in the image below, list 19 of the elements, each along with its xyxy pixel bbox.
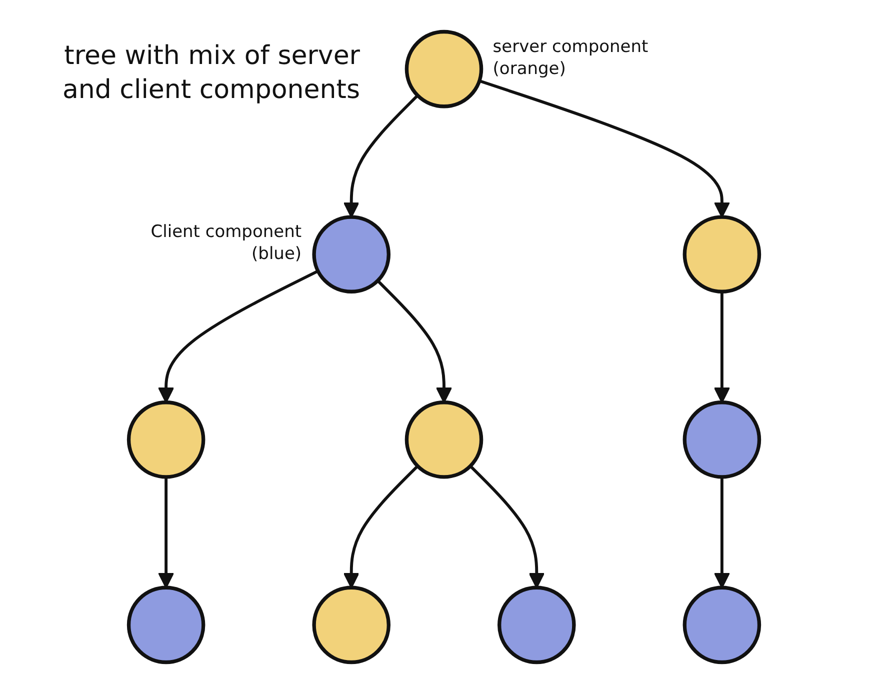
node-circle — [497, 586, 576, 664]
node-circle — [682, 400, 761, 479]
node-circle — [126, 400, 205, 479]
arrow — [713, 476, 730, 588]
arrow — [468, 464, 544, 588]
node-circle — [682, 586, 761, 664]
node-circle — [126, 586, 205, 664]
node-circle — [312, 586, 390, 664]
diagram-title: tree with mix of server and client components — [62, 40, 360, 107]
arrow — [342, 94, 418, 218]
arrow — [157, 476, 174, 588]
node-circle — [312, 215, 390, 294]
node-circle — [404, 30, 483, 108]
arrow — [342, 464, 418, 588]
node-caption: Client component (blue) — [150, 221, 302, 266]
node-circle — [404, 400, 483, 479]
arrow — [478, 79, 730, 218]
node-caption: server component (orange) — [492, 36, 650, 80]
node-circle — [682, 215, 761, 294]
